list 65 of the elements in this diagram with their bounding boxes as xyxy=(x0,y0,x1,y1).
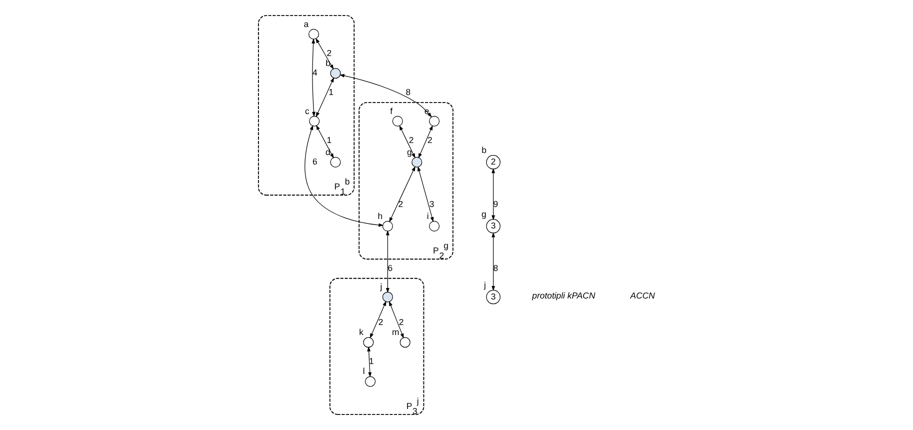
edge-label: 8 xyxy=(493,263,498,274)
node-circle xyxy=(382,220,393,232)
node-label: g xyxy=(406,146,412,157)
edge-label: 9 xyxy=(493,199,498,210)
node-label: m xyxy=(392,327,400,338)
node-circle xyxy=(412,156,422,168)
node-circle xyxy=(330,156,341,168)
edge-label: 6 xyxy=(388,263,393,274)
node-label: h xyxy=(378,210,383,221)
node-circle: 3 xyxy=(486,219,500,234)
node-circle xyxy=(330,68,341,79)
label: prototipli kPACN xyxy=(532,290,596,301)
edge-label: 1 xyxy=(328,87,334,98)
node-circle xyxy=(429,220,440,232)
node-label: a xyxy=(304,18,309,29)
node-label: k xyxy=(359,327,364,338)
node-label: j xyxy=(484,280,486,290)
node-label: c xyxy=(305,106,310,116)
edge-label: 2 xyxy=(378,317,384,328)
arrow xyxy=(367,346,372,378)
node-circle: 2 xyxy=(486,155,500,170)
node-label: i xyxy=(426,210,429,221)
node-label: d xyxy=(326,146,330,157)
arrow xyxy=(370,300,386,338)
node-label: b xyxy=(326,58,330,68)
edge-label: 2 xyxy=(398,317,404,328)
edge-label: 2 xyxy=(326,48,332,58)
node-circle xyxy=(429,116,440,126)
arrow xyxy=(316,124,334,158)
edge-label: 1 xyxy=(326,135,332,146)
node-circle xyxy=(363,337,374,348)
arrow xyxy=(492,168,496,220)
node-circle xyxy=(382,292,393,302)
edge-label: 2 xyxy=(398,199,404,210)
arrow xyxy=(316,77,334,118)
node-circle xyxy=(365,376,376,387)
arrow xyxy=(417,166,434,222)
arrow xyxy=(389,301,404,338)
node-label: f xyxy=(390,106,393,116)
arrow xyxy=(304,125,384,227)
arrow xyxy=(316,38,334,70)
node-circle xyxy=(308,28,320,40)
edge-label: 6 xyxy=(312,156,318,166)
edge-label: 3 xyxy=(429,199,434,210)
arrow xyxy=(418,125,433,158)
edge-label: 2 xyxy=(408,135,414,146)
arrow xyxy=(339,74,432,118)
arrow xyxy=(386,230,390,293)
edge-label: 8 xyxy=(406,87,411,98)
arrow xyxy=(312,38,316,117)
arrow xyxy=(399,125,416,158)
edge-label: 4 xyxy=(312,68,318,78)
label: ACCN xyxy=(630,290,655,301)
node-circle: 3 xyxy=(486,290,500,304)
node-label: g xyxy=(482,208,486,219)
node-label: l xyxy=(362,366,365,376)
node-label: b xyxy=(482,144,486,155)
edge-label: 2 xyxy=(427,135,432,146)
edge-label: 1 xyxy=(369,356,374,366)
node-circle xyxy=(392,116,403,126)
node-circle xyxy=(309,116,320,126)
node-label: j xyxy=(380,282,382,292)
node-circle xyxy=(400,337,410,348)
arrow xyxy=(492,232,496,291)
arrow xyxy=(389,166,416,222)
